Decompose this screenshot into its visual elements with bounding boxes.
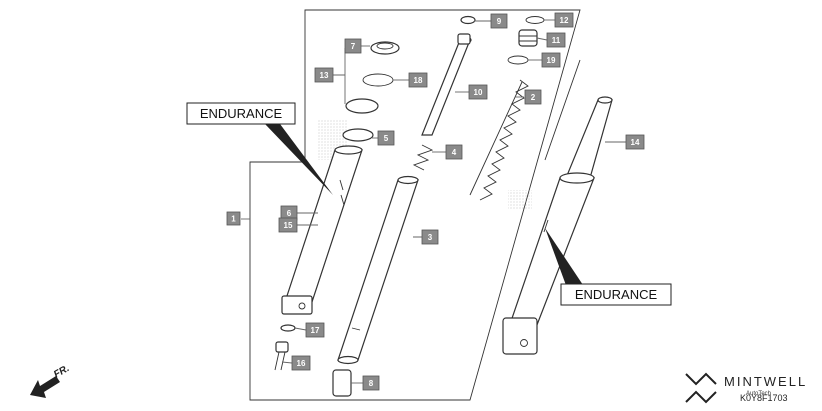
shading-area <box>508 190 532 210</box>
part-tag-14: 14 <box>625 134 645 150</box>
front-arrow-icon <box>30 376 60 398</box>
svg-text:FR.: FR. <box>52 363 71 381</box>
brand-mark-icon <box>685 372 717 404</box>
part-tag-13: 13 <box>314 67 334 83</box>
svg-text:1: 1 <box>231 215 236 224</box>
svg-text:ENDURANCE: ENDURANCE <box>200 106 283 121</box>
oil-seal <box>345 98 379 114</box>
rebound-spring <box>412 144 434 171</box>
part-tag-16: 16 <box>291 355 311 371</box>
socket-bolt <box>274 324 296 371</box>
svg-text:14: 14 <box>631 138 640 147</box>
endurance-callout: ENDURANCE <box>560 283 672 306</box>
fork-spring <box>469 79 529 201</box>
part-tag-8: 8 <box>362 375 380 391</box>
part-tag-19: 19 <box>541 52 561 68</box>
fork-pipe <box>337 175 419 365</box>
brand-logo: MINTWELL AutoTech <box>685 372 807 404</box>
svg-text:3: 3 <box>428 233 433 242</box>
svg-text:16: 16 <box>297 359 306 368</box>
svg-text:ENDURANCE: ENDURANCE <box>575 287 658 302</box>
part-tag-1: 1 <box>226 211 241 226</box>
svg-text:AutoTech: AutoTech <box>746 391 771 397</box>
part-tag-10: 10 <box>468 84 488 100</box>
svg-text:8: 8 <box>369 379 374 388</box>
svg-text:12: 12 <box>560 16 569 25</box>
endurance-callout: ENDURANCE <box>186 102 296 125</box>
part-tag-18: 18 <box>408 72 428 88</box>
svg-text:17: 17 <box>311 326 320 335</box>
svg-text:13: 13 <box>320 71 329 80</box>
part-tag-15: 15 <box>278 217 298 233</box>
svg-text:19: 19 <box>547 56 556 65</box>
damper-rod <box>421 33 472 136</box>
part-tag-17: 17 <box>305 322 325 338</box>
stopper-ring <box>362 73 394 87</box>
dust-seal <box>370 41 400 55</box>
outer-tube <box>281 145 363 315</box>
backup-ring <box>342 128 374 142</box>
part-tag-9: 9 <box>490 13 508 29</box>
svg-text:15: 15 <box>284 221 293 230</box>
part-tag-11: 11 <box>546 32 566 48</box>
part-tag-5: 5 <box>377 130 395 146</box>
cap-nut <box>460 15 476 25</box>
svg-text:10: 10 <box>474 88 483 97</box>
fork-assembly <box>502 96 613 355</box>
svg-text:9: 9 <box>497 17 502 26</box>
part-tag-3: 3 <box>421 229 439 245</box>
part-tag-2: 2 <box>524 89 542 105</box>
svg-text:4: 4 <box>452 148 457 157</box>
part-tag-12: 12 <box>554 12 574 28</box>
front-direction-indicator: FR. <box>30 363 71 398</box>
svg-text:6: 6 <box>287 209 292 218</box>
drawing-code: K0Y8F1703 <box>740 393 788 403</box>
svg-text:11: 11 <box>552 36 561 45</box>
part-tag-7: 7 <box>344 38 362 54</box>
endurance-pointer <box>545 228 585 288</box>
part-tag-4: 4 <box>445 144 463 160</box>
o-ring <box>507 55 529 65</box>
svg-text:MINTWELL: MINTWELL <box>724 374 807 389</box>
endurance-pointer <box>265 124 333 195</box>
svg-text:18: 18 <box>414 76 423 85</box>
svg-text:7: 7 <box>351 42 356 51</box>
svg-text:2: 2 <box>531 93 536 102</box>
svg-text:5: 5 <box>384 134 389 143</box>
oil-lock-piece <box>332 369 352 397</box>
fork-bolt <box>518 29 538 47</box>
circlip <box>525 16 545 24</box>
